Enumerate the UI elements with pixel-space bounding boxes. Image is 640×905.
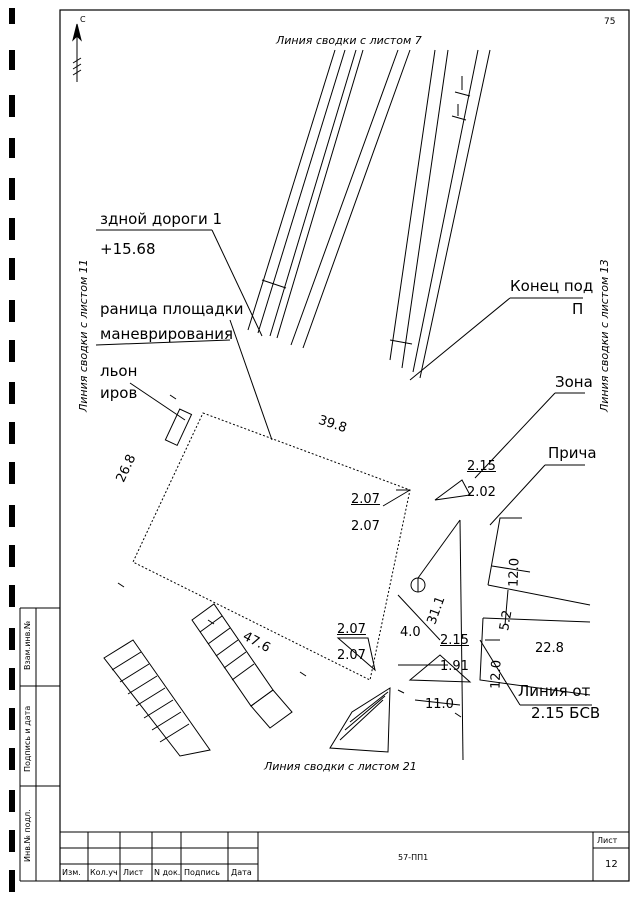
title-block-grid — [60, 831, 629, 881]
elevation-4-bottom: 1.91 — [440, 659, 469, 674]
dimension-12-0-b: 12.0 — [488, 659, 505, 690]
line-from-label-2: 2.15 БСВ — [531, 704, 601, 722]
canopy-label-2: иров — [100, 384, 138, 402]
dimension-4-0: 4.0 — [400, 625, 421, 640]
site-boundary-label-2: маневрирования — [100, 325, 233, 343]
col-header-kol: Кол.уч — [90, 868, 118, 877]
parking-bays-2 — [191, 603, 293, 729]
road-chainage-label: +15.68 — [100, 240, 156, 258]
elevation-2-top: 2.15 — [467, 459, 496, 474]
berth-label: Прича — [548, 444, 597, 462]
elevation-2-bottom: 2.02 — [467, 485, 496, 500]
zone-label: Зона — [555, 373, 593, 391]
drawing-frame — [59, 9, 630, 882]
dimension-11-0: 11.0 — [425, 697, 454, 712]
sheet-number: 12 — [605, 859, 618, 870]
canopy-label-1: льон — [100, 362, 138, 380]
col-header-izm: Изм. — [62, 868, 81, 877]
road-end-label-2: П — [572, 300, 584, 318]
elevation-3-top: 2.07 — [337, 622, 366, 637]
elevation-1-bottom: 2.07 — [351, 519, 380, 534]
canopy-outline — [164, 408, 193, 447]
dimension-12-0-a: 12.0 — [506, 557, 523, 588]
dimension-22-8: 22.8 — [535, 641, 564, 656]
elevation-4-top: 2.15 — [440, 633, 469, 648]
line-from-label-1: Линия от — [518, 682, 591, 700]
elevation-1-top: 2.07 — [351, 492, 380, 507]
north-letter: С — [80, 15, 86, 24]
access-road-lines — [247, 49, 411, 349]
col-header-sign: Подпись — [184, 868, 220, 877]
sheet-link-right: Линия сводки с листом 13 — [598, 259, 611, 412]
dimension-5-2: 5.2 — [497, 609, 516, 632]
elevation-3-bottom: 2.07 — [337, 648, 366, 663]
sheet-link-bottom: Линия сводки с листом 21 — [264, 760, 417, 773]
side-label-replace-inv: Взам.инв.№ — [23, 620, 32, 670]
parking-bays-3 — [329, 687, 391, 753]
sheet-link-top: Линия сводки с листом 7 — [276, 34, 422, 47]
railway-lines — [389, 49, 491, 379]
col-header-list: Лист — [123, 868, 144, 877]
road-end-label-1: Конец под — [510, 277, 594, 295]
document-code: 57-ПП1 — [398, 853, 429, 862]
sheet-link-left: Линия сводки с листом 11 — [77, 259, 90, 412]
parking-bays-1 — [103, 639, 211, 757]
berth-outline — [479, 517, 591, 696]
side-label-inv-original: Инв.№ подл. — [23, 809, 32, 862]
col-header-doc: N док. — [154, 868, 181, 877]
north-arrow-icon — [72, 23, 82, 82]
page-corner-number: 75 — [604, 17, 616, 27]
col-header-date: Дата — [231, 868, 252, 877]
side-label-signature-date: Подпись и дата — [23, 705, 32, 772]
site-boundary-label-1: раница площадки — [100, 300, 244, 318]
sheet-label: Лист — [597, 836, 618, 845]
road-name-label: здной дороги 1 — [100, 210, 223, 228]
